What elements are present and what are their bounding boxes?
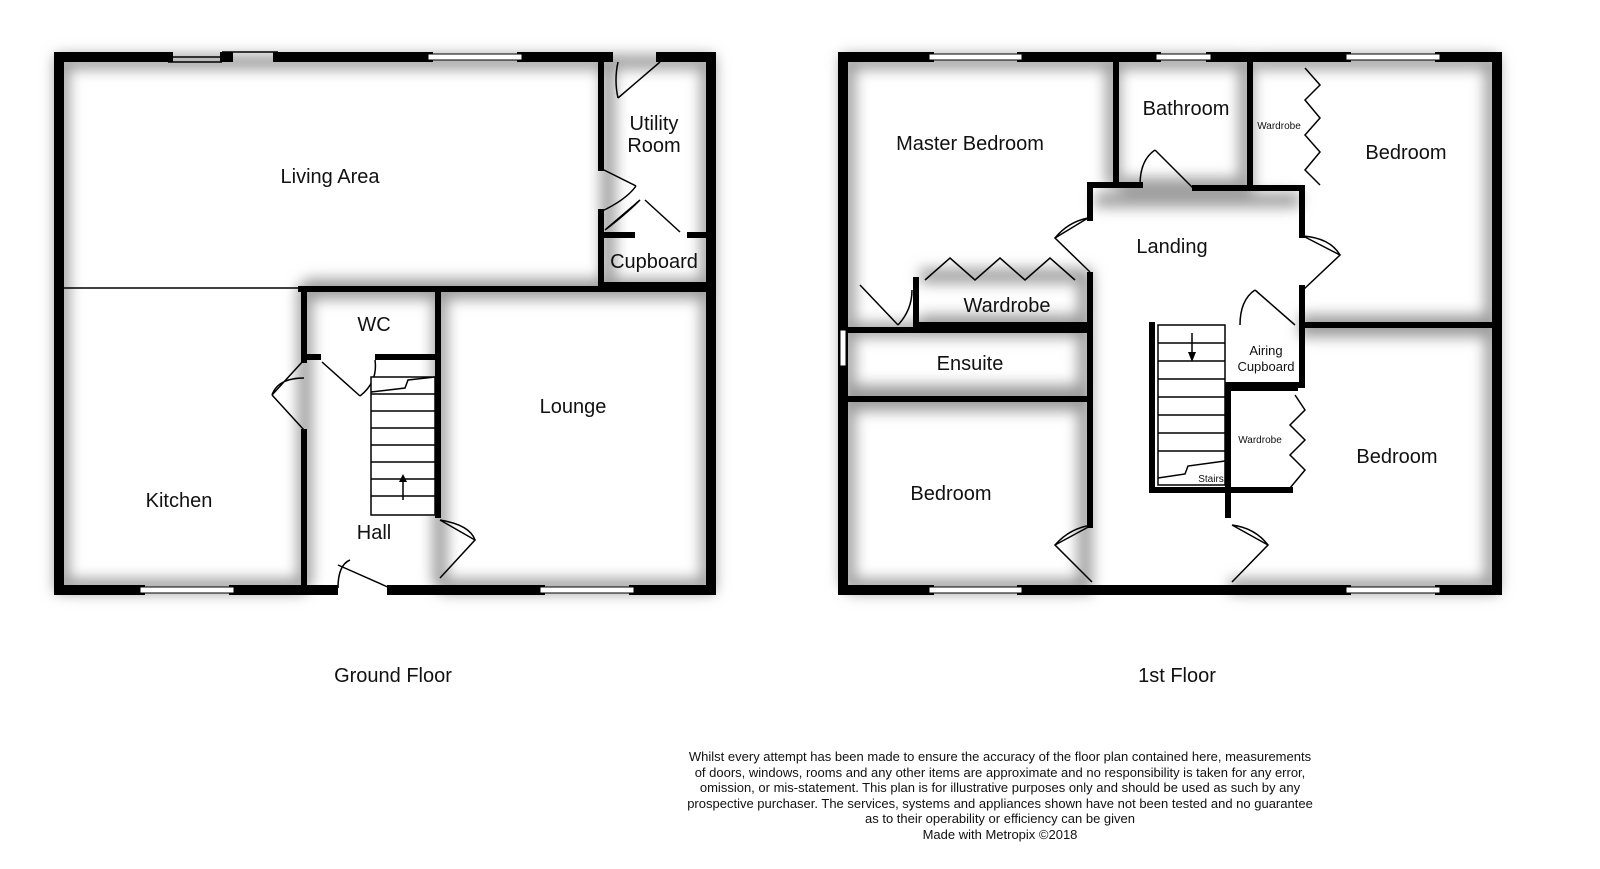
disclaimer: Whilst every attempt has been made to en… xyxy=(648,749,1352,842)
ground-floor-outer-walls xyxy=(54,51,716,595)
lounge-label: Lounge xyxy=(540,396,607,418)
hall-label: Hall xyxy=(357,522,391,544)
bedroom-top-right-label: Bedroom xyxy=(1365,142,1446,164)
airing-cupboard-label-line1: Airing xyxy=(1249,343,1282,358)
living-area-label: Living Area xyxy=(281,166,381,188)
kitchen-label: Kitchen xyxy=(146,490,213,512)
disclaimer-line: as to their operability or efficiency ca… xyxy=(864,811,1136,826)
cupboard-label: Cupboard xyxy=(610,251,698,273)
utility-room-label-line1: Utility xyxy=(630,113,679,135)
stairs-label: Stairs xyxy=(1198,474,1224,485)
ground-floor-title: Ground Floor xyxy=(334,665,452,687)
bedroom-right-label: Bedroom xyxy=(1356,446,1437,468)
first-floor-internal-walls xyxy=(845,54,1500,528)
ground-floor-labels: Living Area Utility Room Cupboard WC Lou… xyxy=(146,113,698,544)
ground-floor-internal-walls xyxy=(62,54,714,589)
disclaimer-line: Whilst every attempt has been made to en… xyxy=(688,749,1312,764)
wardrobe-right-label: Wardrobe xyxy=(1238,435,1282,446)
utility-room-label-line2: Room xyxy=(627,135,680,157)
master-bedroom-label: Master Bedroom xyxy=(896,133,1044,155)
first-floor-title: 1st Floor xyxy=(1138,665,1216,687)
ensuite-label: Ensuite xyxy=(937,353,1004,375)
ground-floor-doors xyxy=(271,61,681,589)
first-floor-stairs xyxy=(1157,324,1226,486)
landing-label: Landing xyxy=(1136,236,1207,258)
first-floor-doors xyxy=(859,67,1342,583)
first-floor-plan: Master Bedroom Bathroom Wardrobe Bedroom… xyxy=(838,52,1502,687)
ground-floor-stairs xyxy=(370,376,436,516)
first-floor-labels: Master Bedroom Bathroom Wardrobe Bedroom… xyxy=(896,98,1447,505)
bedroom-left-label: Bedroom xyxy=(910,483,991,505)
disclaimer-line: omission, or mis-statement. This plan is… xyxy=(699,780,1301,795)
wardrobe-top-label: Wardrobe xyxy=(1257,121,1301,132)
wardrobe-label: Wardrobe xyxy=(963,295,1050,317)
bathroom-label: Bathroom xyxy=(1143,98,1230,120)
disclaimer-line: of doors, windows, rooms and any other i… xyxy=(694,764,1306,780)
ground-floor-plan: Living Area Utility Room Cupboard WC Lou… xyxy=(54,51,716,687)
airing-cupboard-label-line2: Cupboard xyxy=(1237,359,1294,374)
disclaimer-line: prospective purchaser. The services, sys… xyxy=(687,795,1313,811)
wc-label: WC xyxy=(357,314,390,336)
made-with-credit: Made with Metropix ©2018 xyxy=(922,826,1078,842)
